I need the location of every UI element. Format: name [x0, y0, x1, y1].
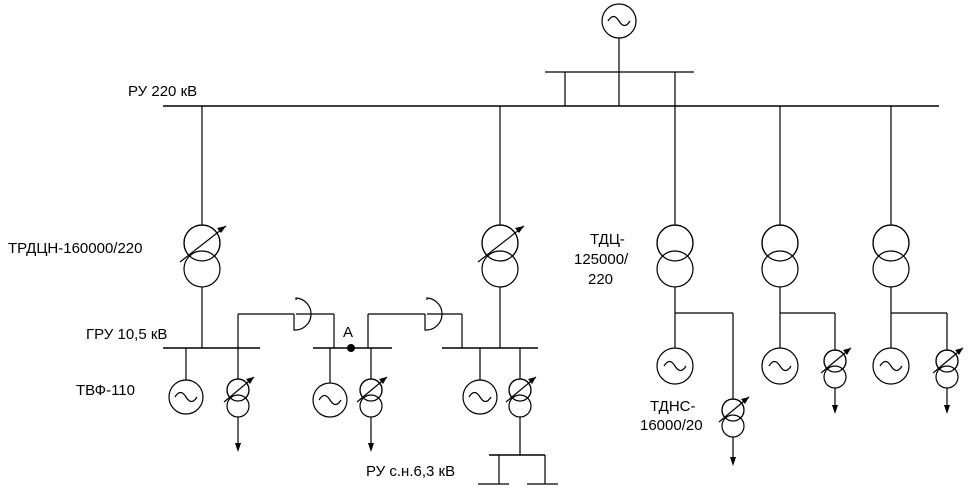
branch-2-transformer: [477, 106, 525, 348]
load-arrow-icon: [235, 443, 241, 452]
sectional-reactor-1: [237, 297, 335, 348]
gen-section-3: [462, 348, 498, 415]
sine-icon: [607, 15, 631, 27]
gen-section-2: [312, 348, 348, 418]
transformer-icon: [872, 224, 910, 288]
tdns-label-line-2: 16000/20: [640, 417, 703, 434]
system-generator: [545, 3, 694, 106]
branch-trdcn: [179, 106, 227, 348]
block-unit-1: [656, 106, 750, 466]
bus-220kv-label: РУ 220 кВ: [128, 83, 197, 100]
aux-transformer-3: [505, 348, 537, 455]
transformer-icon: [761, 224, 799, 288]
load-arrow-icon: [368, 443, 374, 452]
load-arrow-icon: [832, 405, 838, 414]
transformer-icon: [656, 224, 694, 288]
tdc-label-line-2: 125000/: [574, 251, 629, 268]
sine-icon: [318, 394, 342, 406]
sine-icon: [879, 360, 903, 372]
sine-icon: [468, 391, 492, 403]
aux-switchgear-label: РУ с.н.6,3 кВ: [366, 463, 455, 480]
sine-icon: [663, 360, 687, 372]
tvf-label: ТВФ-110: [76, 382, 135, 399]
point-a-marker: [347, 344, 355, 352]
tdc-label-line-3: 220: [588, 271, 613, 288]
reactor-icon: [424, 297, 443, 331]
aux-switchgear-6-3kv: [478, 454, 558, 485]
sectional-reactor-2: [367, 297, 463, 348]
load-arrow-icon: [730, 457, 736, 466]
block-unit-2: [761, 106, 852, 414]
load-arrow-icon: [944, 405, 950, 414]
tdc-label-line-1: ТДЦ-: [590, 231, 625, 248]
tdns-label-line-1: ТДНС-: [650, 398, 695, 415]
point-a-label: А: [343, 324, 353, 341]
sine-icon: [768, 360, 792, 372]
trdcn-label: ТРДЦН-160000/220: [8, 240, 143, 257]
gen-tvf-1: [168, 348, 204, 415]
aux-transformer-2: [356, 348, 388, 452]
sine-icon: [174, 391, 198, 403]
regulated-transformer-icon: [477, 224, 525, 288]
regulated-transformer-icon: [179, 224, 227, 288]
block-unit-3: [872, 106, 964, 414]
reactor-icon: [293, 297, 312, 331]
gru-label: ГРУ 10,5 кВ: [86, 326, 167, 343]
aux-transformer-1: [223, 348, 255, 452]
